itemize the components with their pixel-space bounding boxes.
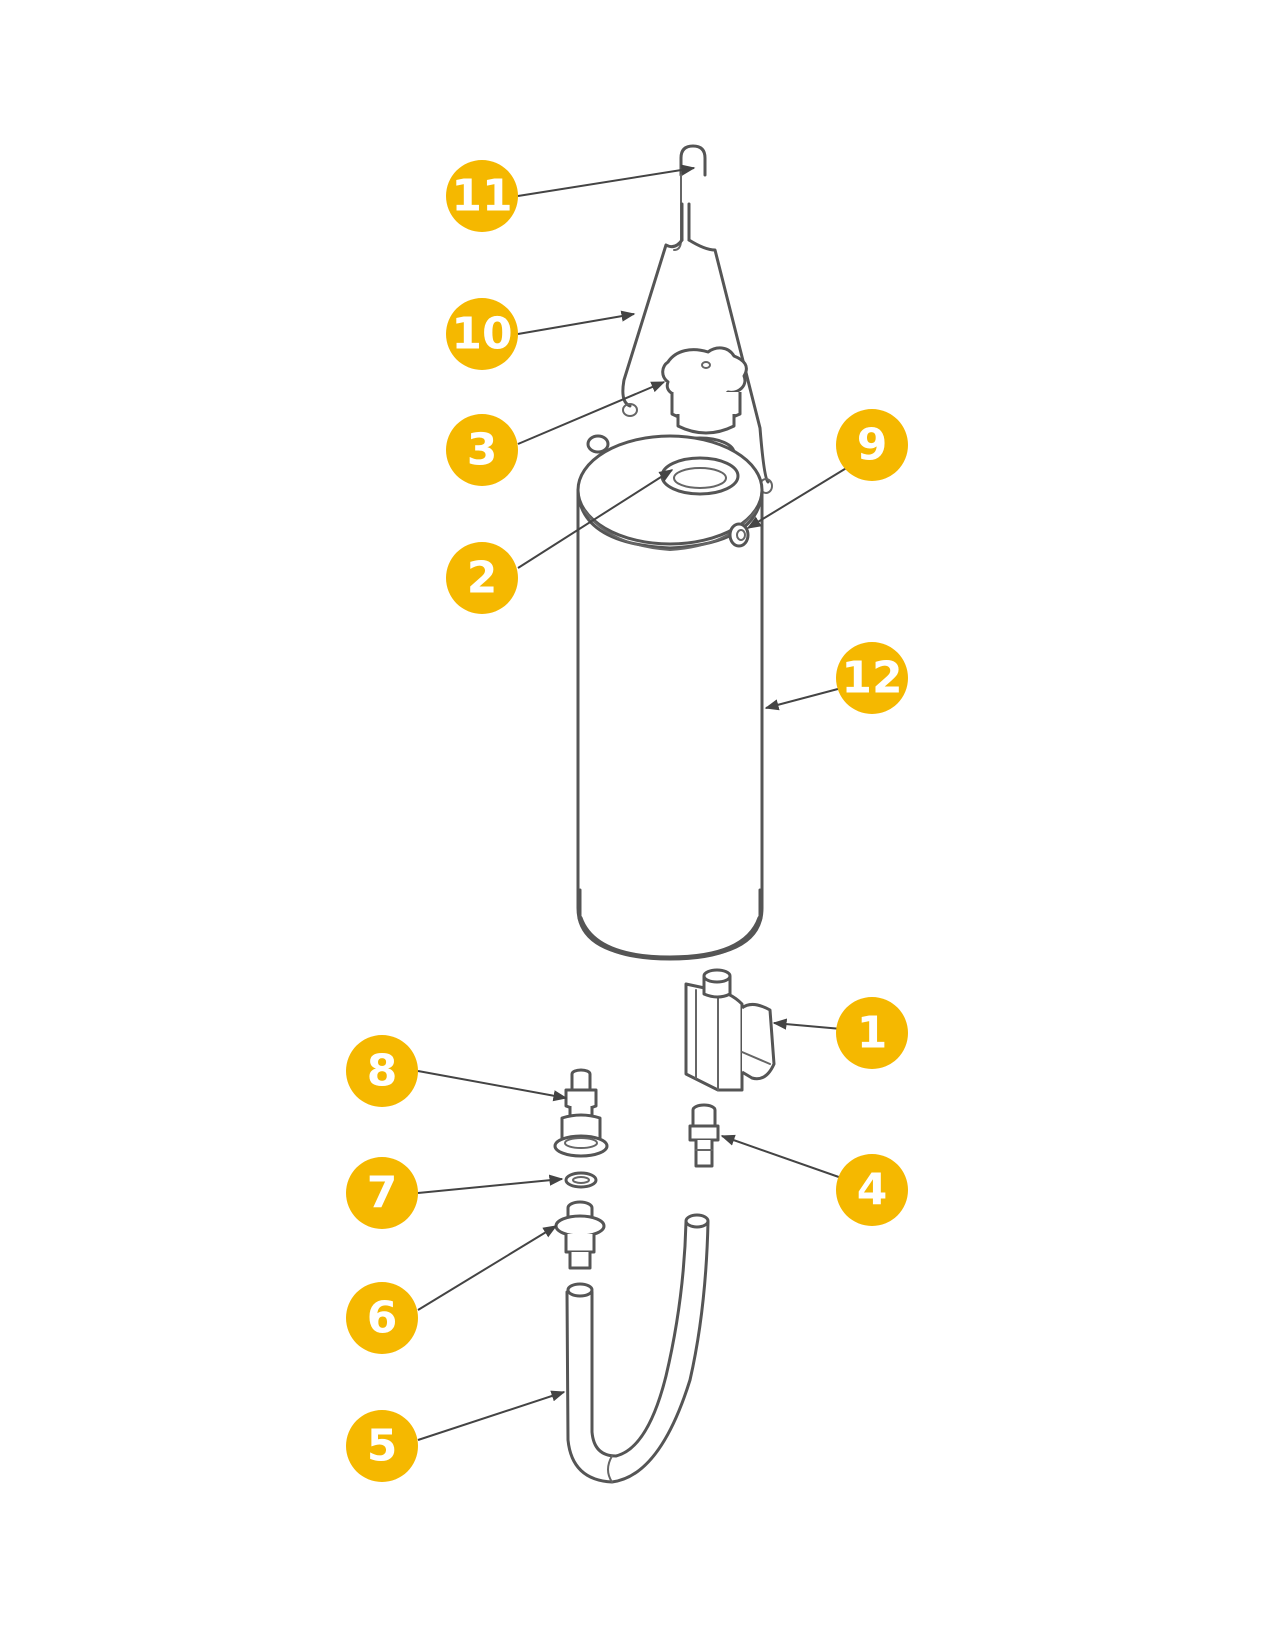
svg-text:2: 2 (467, 553, 498, 604)
leader-11 (517, 164, 696, 197)
leader-5 (417, 1390, 566, 1441)
part-12-tank (576, 434, 764, 961)
part-4-fitting (688, 1103, 720, 1168)
callout-1: 1 (836, 997, 908, 1069)
leader-lines (417, 164, 854, 1441)
callout-5: 5 (346, 1410, 418, 1482)
part-7-o-ring (564, 1171, 598, 1189)
callout-2: 2 (446, 542, 518, 614)
svg-text:1: 1 (857, 1008, 888, 1059)
svg-text:7: 7 (367, 1168, 398, 1219)
svg-text:4: 4 (857, 1165, 888, 1216)
callout-7: 7 (346, 1157, 418, 1229)
callout-9: 9 (836, 409, 908, 481)
svg-text:9: 9 (857, 420, 888, 471)
svg-text:12: 12 (841, 653, 902, 704)
leader-10 (517, 310, 636, 335)
callout-6: 6 (346, 1282, 418, 1354)
leader-3 (517, 381, 666, 445)
part-10-wire-bail (621, 202, 773, 494)
callouts: 11 10 3 9 2 12 1 8 (346, 160, 908, 1482)
leader-2 (517, 469, 674, 569)
leader-9 (746, 463, 854, 529)
svg-text:5: 5 (367, 1421, 398, 1472)
leader-6 (417, 1225, 558, 1311)
callout-11: 11 (446, 160, 518, 232)
leader-8 (417, 1070, 568, 1102)
part-1-valve (684, 968, 776, 1092)
callout-4: 4 (836, 1154, 908, 1226)
part-6-coupler (554, 1200, 606, 1270)
callout-3: 3 (446, 414, 518, 486)
svg-text:8: 8 (367, 1046, 398, 1097)
callout-12: 12 (836, 642, 908, 714)
part-9-lug (728, 522, 750, 548)
svg-text:3: 3 (467, 425, 498, 476)
svg-text:11: 11 (451, 171, 512, 222)
svg-text:6: 6 (367, 1293, 398, 1344)
leader-7 (417, 1174, 564, 1194)
callout-10: 10 (446, 298, 518, 370)
leader-4 (720, 1134, 854, 1183)
svg-text:10: 10 (451, 309, 512, 360)
part-3-cap (661, 346, 748, 435)
part-8-coupler (553, 1068, 609, 1158)
part-5-hose (565, 1213, 710, 1484)
callout-8: 8 (346, 1035, 418, 1107)
